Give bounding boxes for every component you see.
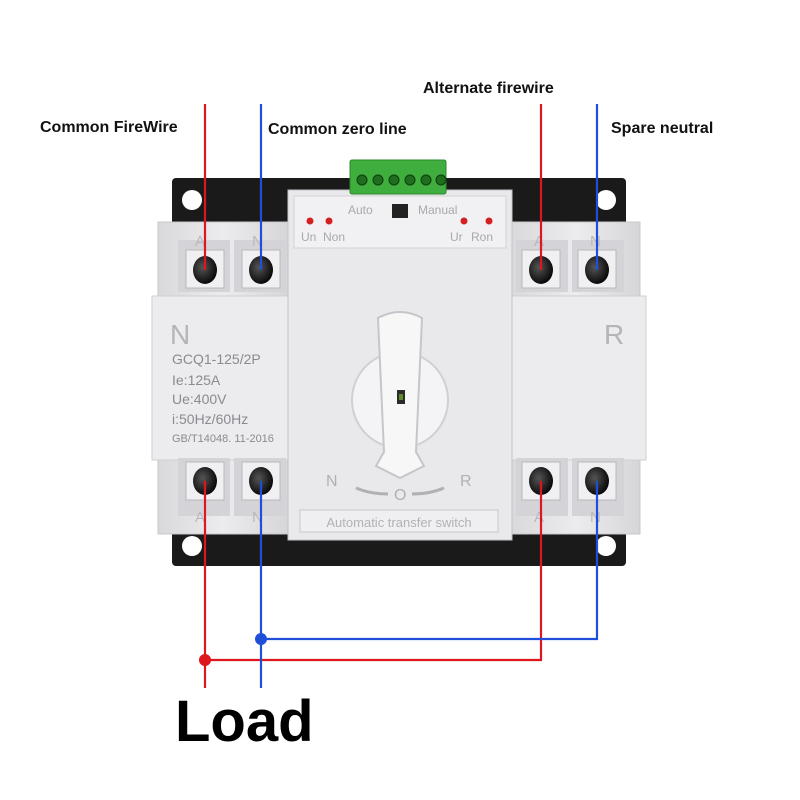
dial-r-label: R [460, 473, 472, 490]
mode-auto-label: Auto [348, 203, 373, 217]
mount-hole [182, 536, 202, 556]
terminal-label-a: A [534, 509, 544, 526]
led-un [306, 217, 314, 225]
led-ur-label: Ur [450, 230, 463, 244]
mode-switch[interactable] [392, 204, 408, 218]
voltage-rating-text: Ue:400V [172, 391, 227, 407]
mode-manual-label: Manual [418, 203, 457, 217]
fire-wires [203, 104, 543, 688]
right-panel-letter: R [604, 319, 624, 350]
terminal-label-n: N [590, 233, 601, 250]
name-plate [299, 509, 499, 533]
mount-hole [596, 190, 616, 210]
terminal-label-n: N [590, 509, 601, 526]
led-ron [485, 217, 493, 225]
neutral-wires [259, 104, 599, 688]
led-ron-label: Ron [471, 230, 493, 244]
terminal-label-a: A [195, 509, 205, 526]
standard-text: GB/T14048. 11-2016 [172, 433, 274, 445]
indicator-window [399, 394, 403, 400]
spare-neutral-label: Spare neutral [611, 120, 714, 137]
left-panel-letter: N [170, 319, 190, 350]
right-module-panel [505, 295, 647, 461]
terminal-label-a: A [195, 233, 205, 250]
alternate-firewire-label: Alternate firewire [423, 80, 554, 97]
model-text: GCQ1-125/2P [172, 351, 261, 367]
dial-o-label: O [394, 487, 406, 504]
mount-hole [182, 190, 202, 210]
left-module-label-panel [151, 295, 295, 461]
common-firewire-label: Common FireWire [40, 119, 178, 136]
load-label: Load [175, 689, 314, 754]
terminal-label-a: A [534, 233, 544, 250]
fire-junction-dot [199, 654, 211, 666]
led-un-label: Un [301, 230, 316, 244]
frequency-text: i:50Hz/60Hz [172, 411, 248, 427]
led-ur [460, 217, 468, 225]
common-zero-line-label: Common zero line [268, 121, 407, 138]
mount-hole [596, 536, 616, 556]
led-non-label: Non [323, 230, 345, 244]
dial-arrow-left [355, 486, 389, 496]
current-rating-text: Ie:125A [172, 372, 221, 388]
name-plate-text: Automatic transfer switch [326, 515, 471, 530]
led-non [325, 217, 333, 225]
connector-screws [356, 174, 447, 186]
dial-n-label: N [326, 473, 338, 490]
terminal-label-n: N [252, 509, 263, 526]
terminal-label-n: N [252, 233, 263, 250]
neutral-junction-dot [255, 633, 267, 645]
dial-arrow-right [411, 486, 445, 496]
